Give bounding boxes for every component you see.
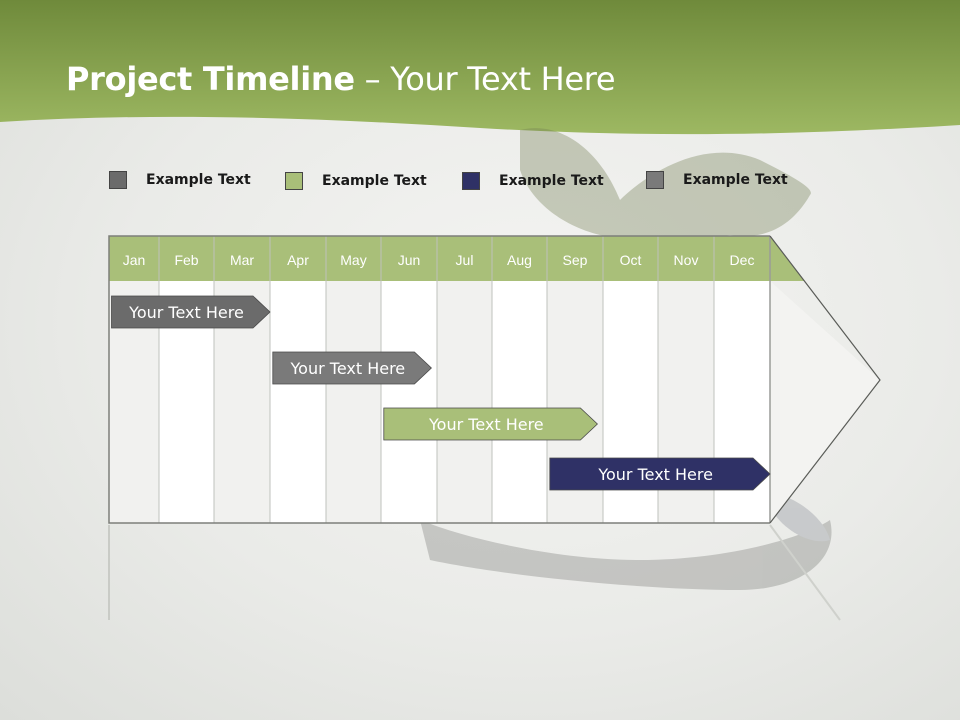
legend-label: Example Text <box>322 173 427 189</box>
legend-label: Example Text <box>146 172 251 188</box>
task-bar[interactable] <box>111 295 271 329</box>
page-title: Project Timeline – Your Text Here <box>66 60 616 98</box>
legend-label: Example Text <box>683 172 788 188</box>
month-column <box>381 281 437 523</box>
task-label: Your Text Here <box>128 303 244 322</box>
month-label: Dec <box>730 252 755 268</box>
task-label: Your Text Here <box>428 415 544 434</box>
arrow-tip-outline <box>769 235 881 524</box>
legend-item: Example Text <box>462 171 604 191</box>
month-column <box>492 281 547 523</box>
task-bar[interactable] <box>549 457 771 491</box>
month-label: Jan <box>123 252 146 268</box>
month-column <box>270 281 326 523</box>
month-label: Jun <box>398 252 421 268</box>
title-rest: – Your Text Here <box>354 60 616 98</box>
month-label: Jul <box>456 252 474 268</box>
timeline-outline <box>108 235 770 524</box>
month-label: Oct <box>620 252 642 268</box>
legend-swatch <box>109 171 127 189</box>
month-column <box>326 281 381 523</box>
month-label: Aug <box>507 252 532 268</box>
month-label: Nov <box>674 252 699 268</box>
legend-item: Example Text <box>646 170 788 190</box>
task-bar[interactable] <box>383 407 598 441</box>
month-label: May <box>340 252 366 268</box>
task-label: Your Text Here <box>290 359 406 378</box>
legend-item: Example Text <box>109 170 251 190</box>
legend-item: Example Text <box>285 171 427 191</box>
title-bold: Project Timeline <box>66 60 355 98</box>
task-bar[interactable] <box>272 351 432 385</box>
header-band <box>0 0 960 135</box>
month-label: Feb <box>174 252 198 268</box>
legend-label: Example Text <box>499 173 604 189</box>
month-label: Apr <box>287 252 309 268</box>
legend-swatch <box>646 171 664 189</box>
legend-swatch <box>462 172 480 190</box>
task-label: Your Text Here <box>597 465 713 484</box>
month-header-band <box>109 236 805 281</box>
legend-swatch <box>285 172 303 190</box>
month-label: Sep <box>563 252 588 268</box>
month-label: Mar <box>230 252 254 268</box>
month-column <box>437 281 492 523</box>
